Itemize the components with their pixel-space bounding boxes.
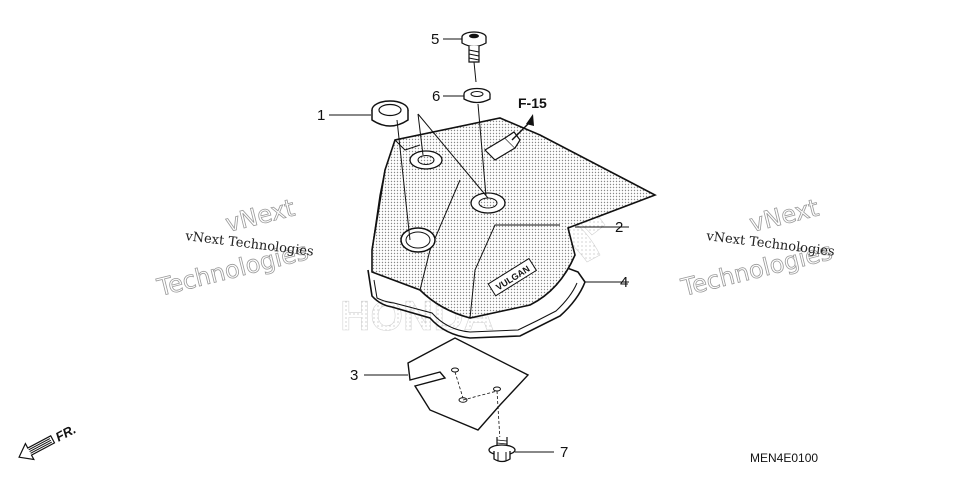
watermark-right: vNext Technologies vNext Technologies bbox=[677, 193, 835, 302]
front-direction-arrow: FR. bbox=[18, 421, 79, 461]
watermark-big-line1-right: vNext bbox=[747, 194, 822, 238]
watermark-left: vNext Technologies vNext Technologies bbox=[153, 193, 314, 302]
cylinder-head-gasket-inner bbox=[373, 279, 578, 333]
watermark-big-line1: vNext bbox=[223, 194, 298, 238]
diagram-code: MEN4E0100 bbox=[750, 451, 818, 465]
cover-bolt bbox=[461, 31, 487, 83]
flange-bolt bbox=[488, 437, 516, 463]
guide-plate bbox=[407, 337, 530, 441]
front-label: FR. bbox=[53, 421, 79, 444]
callout-4: 4 bbox=[620, 274, 628, 291]
callout-leaders bbox=[329, 38, 629, 453]
plug-hole-grommet bbox=[371, 100, 409, 127]
reference-arrow: F-15 bbox=[511, 95, 547, 141]
bolt-washer bbox=[463, 87, 491, 197]
callout-5: 5 bbox=[431, 31, 439, 48]
callout-3: 3 bbox=[350, 367, 358, 384]
callout-7: 7 bbox=[560, 444, 568, 461]
callout-6: 6 bbox=[432, 88, 440, 105]
reference-label: F-15 bbox=[518, 95, 547, 111]
cylinder-head-gasket bbox=[367, 261, 586, 339]
callout-1: 1 bbox=[317, 107, 325, 124]
callout-2: 2 bbox=[615, 219, 623, 236]
cylinder-head-cover: VULGAN bbox=[371, 117, 657, 319]
